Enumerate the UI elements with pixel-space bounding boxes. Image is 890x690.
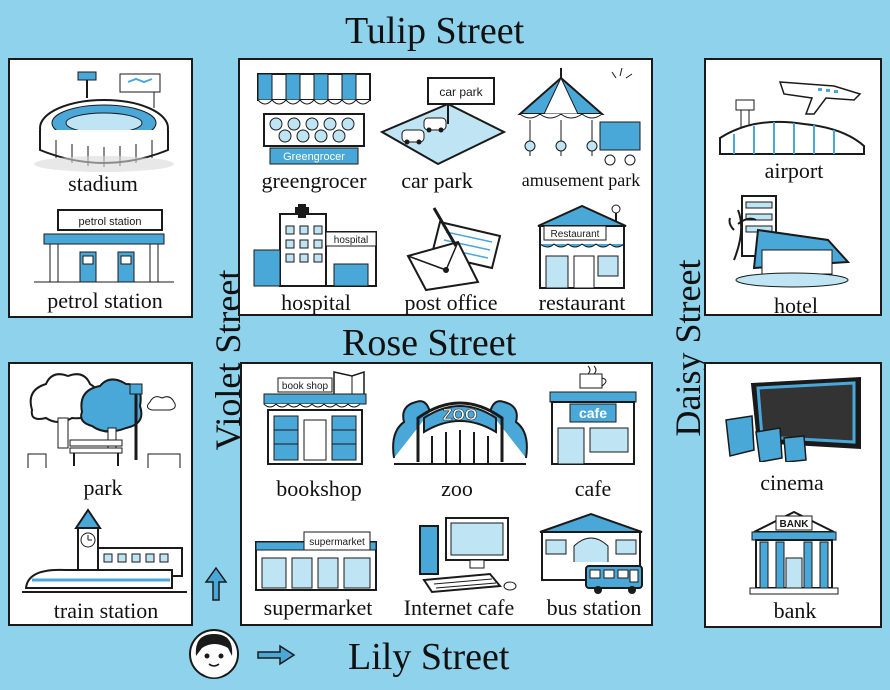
street-tulip: Tulip Street: [345, 10, 525, 52]
bookshop-sign: book shop: [282, 381, 329, 392]
label-park: park: [83, 475, 123, 500]
girl-avatar: [189, 629, 239, 679]
label-bank: bank: [773, 598, 817, 623]
hospital-sign: hospital: [334, 235, 368, 246]
label-restaurant: restaurant: [538, 290, 626, 315]
zoo-icon: ZOO: [392, 400, 528, 465]
label-post-office: post office: [404, 290, 498, 315]
amusement-park-icon: [517, 67, 641, 166]
label-hospital: hospital: [281, 290, 351, 315]
greengrocer-icon: Greengrocer: [257, 73, 371, 165]
block-top-center: Greengrocer greengrocer car park car par…: [238, 58, 653, 316]
cafe-icon: cafe: [549, 365, 637, 465]
label-cinema: cinema: [760, 470, 824, 495]
street-daisy: Daisy Street: [668, 259, 708, 437]
post-office-icon: [406, 207, 502, 292]
bookshop-icon: book shop: [263, 370, 367, 465]
label-petrol-station: petrol station: [47, 288, 163, 313]
label-greengrocer: greengrocer: [261, 168, 367, 193]
block-bottom-right: cinema BANK bank: [704, 362, 882, 628]
cinema-icon: [725, 376, 861, 462]
label-stadium: stadium: [68, 171, 138, 196]
car-park-sign: car park: [439, 85, 483, 99]
block-top-left: stadium petrol station petrol station: [8, 58, 193, 318]
label-car-park: car park: [401, 168, 473, 193]
supermarket-sign: supermarket: [309, 537, 365, 548]
petrol-station-sign: petrol station: [79, 216, 142, 228]
label-supermarket: supermarket: [263, 595, 373, 620]
internet-cafe-icon: [419, 517, 517, 594]
supermarket-icon: supermarket: [255, 531, 377, 591]
hotel-icon: [728, 195, 851, 288]
zoo-sign: ZOO: [443, 407, 478, 424]
block-top-right: airport hotel: [704, 58, 882, 318]
park-icon: [27, 373, 181, 468]
restaurant-icon: Restaurant: [537, 204, 627, 289]
bank-icon: BANK: [749, 510, 839, 595]
block-bottom-left: park train station: [8, 362, 193, 626]
train-station-icon: [22, 508, 187, 593]
label-hotel: hotel: [774, 293, 818, 318]
block-bottom-center: book shop bookshop ZOO zoo: [240, 362, 653, 626]
label-bus-station: bus station: [546, 595, 642, 620]
label-internet-cafe: Internet cafe: [403, 595, 515, 620]
street-rose: Rose Street: [342, 322, 517, 364]
label-cafe: cafe: [574, 476, 612, 501]
cafe-sign: cafe: [579, 405, 607, 421]
car-park-icon: car park: [379, 77, 507, 166]
label-amusement-park: amusement park: [521, 170, 641, 190]
bus-station-icon: [539, 512, 643, 594]
label-airport: airport: [764, 158, 824, 183]
arrow-right-icon: [257, 644, 296, 666]
airport-icon: [719, 81, 865, 155]
arrow-up-icon: [204, 566, 228, 601]
label-train-station: train station: [53, 598, 159, 623]
greengrocer-sign: Greengrocer: [283, 151, 345, 163]
stadium-icon: [34, 71, 174, 172]
bank-sign: BANK: [780, 519, 810, 530]
label-zoo: zoo: [441, 476, 473, 501]
hospital-icon: hospital: [253, 204, 377, 287]
street-lily: Lily Street: [348, 636, 510, 678]
restaurant-sign: Restaurant: [551, 229, 600, 240]
petrol-station-icon: petrol station: [34, 209, 174, 283]
label-bookshop: bookshop: [276, 476, 362, 501]
